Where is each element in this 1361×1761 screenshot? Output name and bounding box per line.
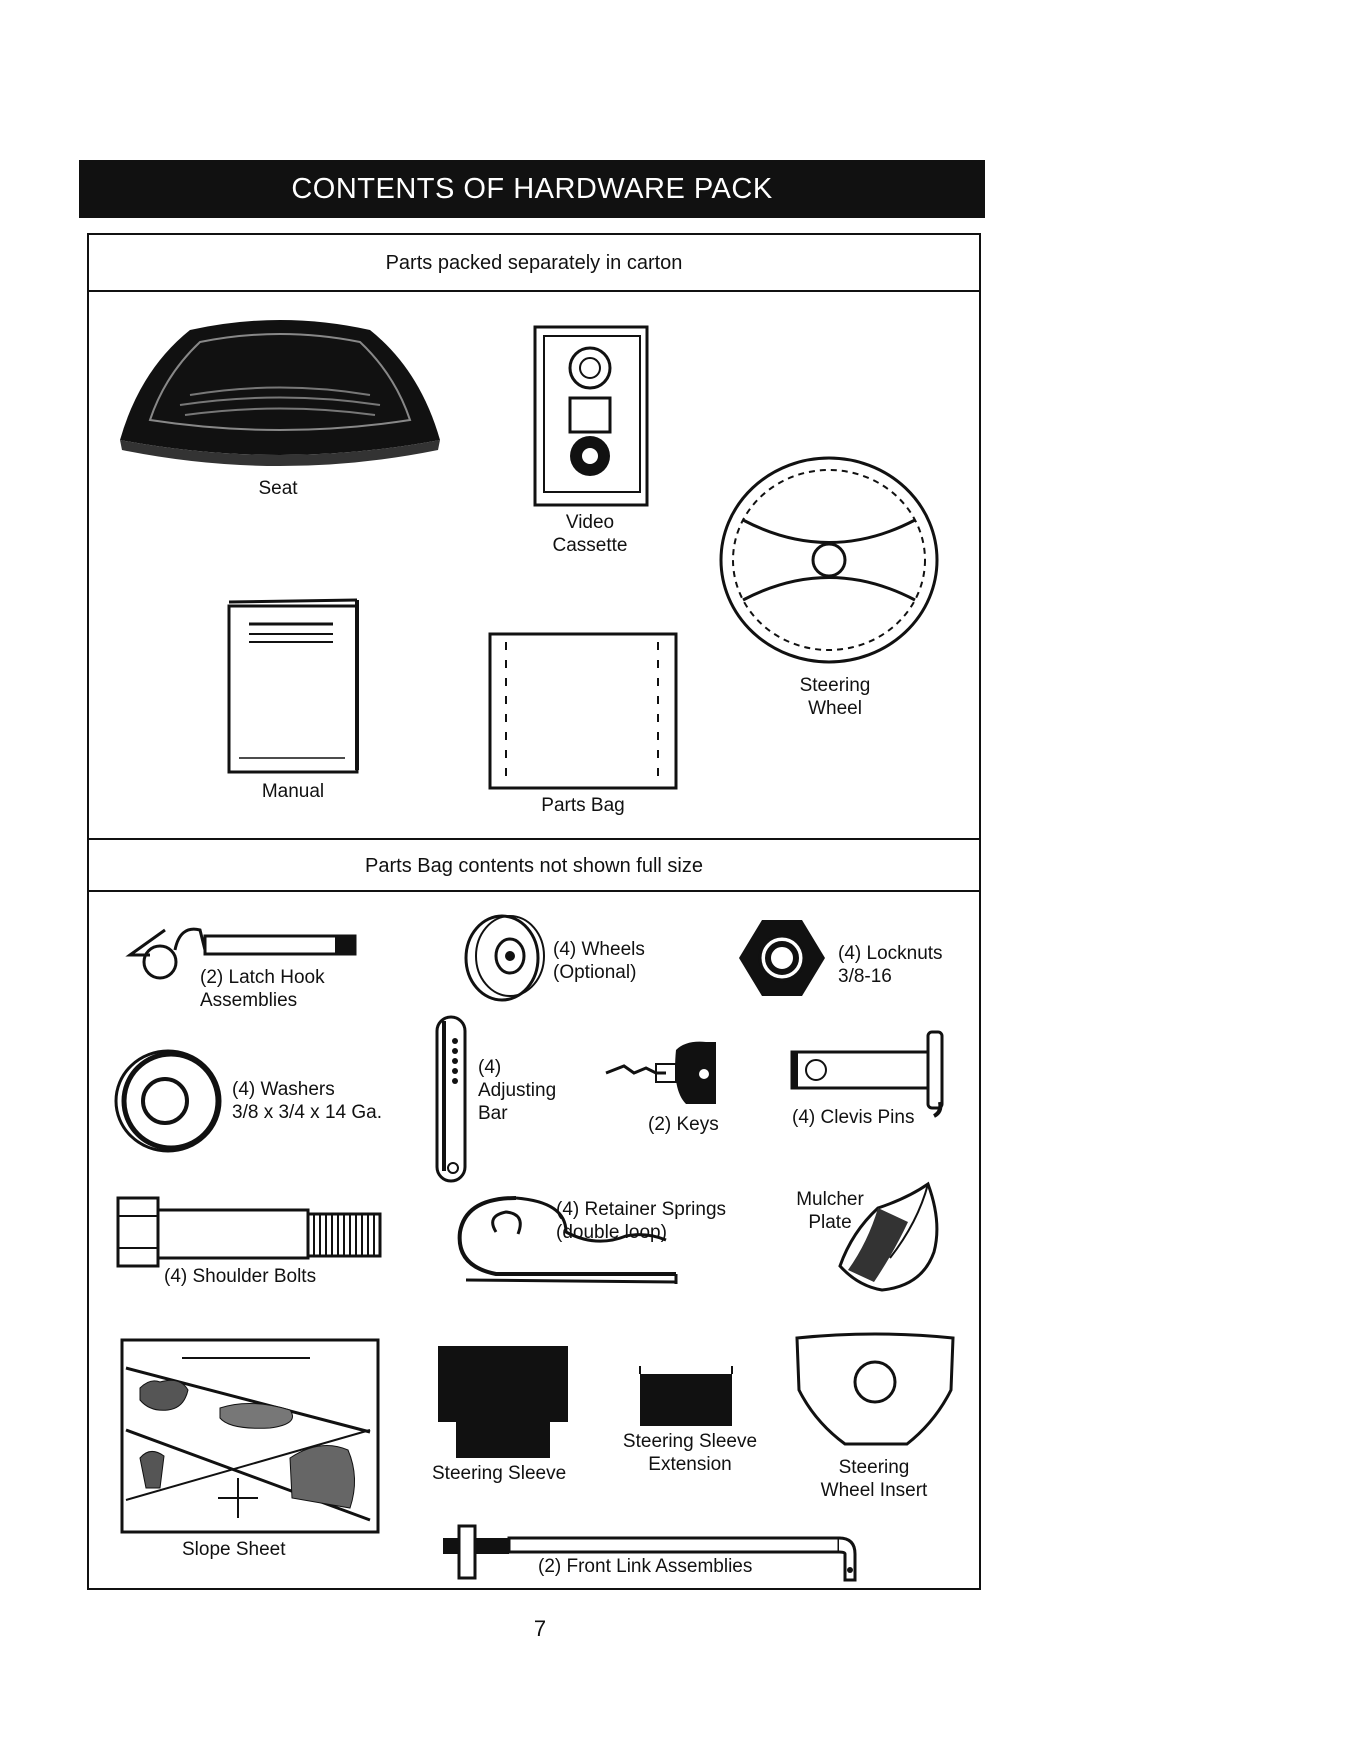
key-illustration (605, 1041, 716, 1104)
parts-bag-illustration (488, 632, 678, 790)
wheel-illustration (464, 914, 545, 1002)
parts-bag-label: Parts Bag (541, 795, 625, 816)
manual-label: Manual (261, 781, 325, 802)
video-cassette-label: Video Cassette (552, 512, 628, 556)
shoulder-bolts-label: (4) Shoulder Bolts (164, 1266, 317, 1287)
bag-section-header: Parts Bag contents not shown full size (365, 855, 703, 877)
steering-wheel-illustration (719, 456, 939, 664)
steering-wheel-label: Steering Wheel (799, 675, 871, 719)
wheels-label: (4) Wheels (Optional) (553, 939, 645, 983)
manual-illustration (227, 598, 359, 774)
front-link-illustration (443, 1524, 857, 1582)
latch-hook-illustration (125, 927, 357, 980)
video-cassette-illustration (533, 325, 649, 507)
sleeve-extension-illustration (639, 1366, 733, 1426)
section-divider (87, 838, 981, 840)
page-title: CONTENTS OF HARDWARE PACK (79, 160, 985, 218)
retainer-spring-illustration (457, 1196, 678, 1284)
contents-frame (87, 233, 981, 1590)
shoulder-bolt-illustration (116, 1196, 382, 1268)
mulcher-plate-illustration (838, 1181, 939, 1292)
seat-illustration (120, 320, 440, 466)
steering-wheel-insert-illustration (795, 1332, 955, 1446)
clevis-pin-illustration (790, 1030, 944, 1118)
washer-illustration (114, 1049, 222, 1153)
slope-sheet-illustration (120, 1338, 380, 1534)
page-number: 7 (533, 1616, 547, 1641)
steering-wheel-insert-label: Steering Wheel Insert (820, 1457, 928, 1501)
seat-label: Seat (258, 478, 298, 499)
keys-label: (2) Keys (648, 1114, 719, 1135)
slope-sheet-label: Slope Sheet (182, 1539, 286, 1560)
locknut-illustration (739, 920, 825, 996)
section-divider (87, 890, 981, 892)
latch-hook-label: (2) Latch Hook Assemblies (200, 967, 325, 1011)
steering-sleeve-label: Steering Sleeve (432, 1463, 567, 1484)
front-link-label: (2) Front Link Assemblies (538, 1556, 753, 1577)
adjusting-bar-illustration (435, 1015, 467, 1183)
clevis-pins-label: (4) Clevis Pins (792, 1107, 915, 1128)
carton-section-header: Parts packed separately in carton (385, 252, 683, 274)
adjusting-bar-label: (4) Adjusting Bar (478, 1057, 557, 1124)
washers-label: (4) Washers 3/8 x 3/4 x 14 Ga. (232, 1079, 382, 1123)
sleeve-extension-label: Steering Sleeve Extension (622, 1431, 758, 1475)
mulcher-plate-label: Mulcher Plate (796, 1189, 864, 1233)
locknuts-label: (4) Locknuts 3/8-16 (838, 943, 943, 987)
section-divider (87, 290, 981, 292)
retainer-springs-label: (4) Retainer Springs (double loop) (556, 1199, 727, 1243)
steering-sleeve-illustration (438, 1346, 568, 1458)
